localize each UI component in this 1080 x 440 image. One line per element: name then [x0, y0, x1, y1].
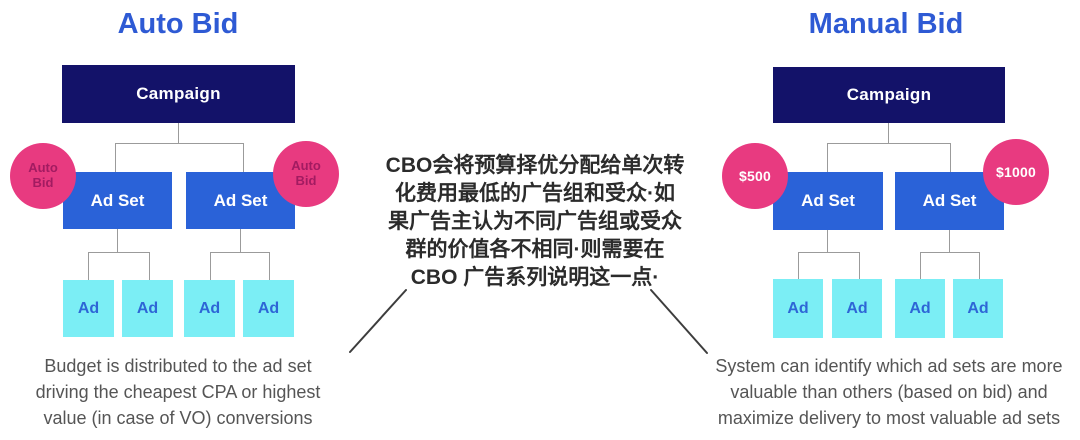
- auto-caption-line-3: value (in case of VO) conversions: [43, 408, 313, 428]
- connector-stub: [827, 230, 828, 252]
- manual-ad-label-3: Ad: [909, 299, 931, 317]
- auto-adset-label-2: Ad Set: [213, 190, 268, 210]
- bid-amount-badge-1000: $1000: [983, 139, 1049, 205]
- auto-bid-badge-left: Auto Bid: [10, 143, 76, 209]
- pointer-line-left: [349, 289, 407, 353]
- manual-ad-box-4: Ad: [953, 279, 1003, 338]
- manual-ad-box-1: Ad: [773, 279, 823, 338]
- manual-caption-line-1: System can identify which ad sets are mo…: [715, 356, 1063, 376]
- connector-stub: [888, 123, 889, 143]
- connector-stub: [178, 123, 179, 143]
- connector-bracket: [798, 252, 860, 280]
- auto-ad-box-1: Ad: [63, 280, 114, 337]
- connector-stub: [117, 229, 118, 252]
- manual-ad-box-3: Ad: [895, 279, 945, 338]
- connector-bracket: [827, 143, 951, 173]
- auto-ad-label-4: Ad: [257, 299, 280, 317]
- cbo-explanation-line-2: 化费用最低的广告组和受众·如: [395, 182, 675, 205]
- auto-bid-badge-right: Auto Bid: [273, 141, 339, 207]
- auto-ad-box-4: Ad: [243, 280, 294, 337]
- connector-stub: [240, 229, 241, 252]
- auto-bid-title: Auto Bid: [117, 8, 239, 40]
- manual-adset-label-1: Ad Set: [801, 191, 855, 210]
- auto-adset-label-1: Ad Set: [90, 190, 145, 210]
- auto-campaign-box: Campaign: [62, 65, 295, 123]
- connector-bracket: [115, 143, 244, 173]
- auto-ad-label-1: Ad: [77, 299, 100, 317]
- auto-caption-line-1: Budget is distributed to the ad set: [44, 356, 312, 376]
- auto-caption-line-2: driving the cheapest CPA or highest: [35, 382, 321, 402]
- manual-campaign-box: Campaign: [773, 67, 1005, 123]
- cbo-explanation-text: CBO会将预算择优分配给单次转 化费用最低的广告组和受众·如 果广告主认为不同广…: [378, 152, 692, 292]
- connector-bracket: [210, 252, 270, 281]
- manual-ad-box-2: Ad: [832, 279, 882, 338]
- auto-ad-box-3: Ad: [184, 280, 235, 337]
- manual-caption-line-2: valuable than others (based on bid) and: [730, 382, 1048, 402]
- auto-ad-label-2: Ad: [136, 299, 159, 317]
- connector-bracket: [88, 252, 150, 281]
- manual-bid-title: Manual Bid: [808, 8, 964, 40]
- connector-bracket: [920, 252, 980, 280]
- cbo-explanation-line-3: 果广告主认为不同广告组或受众: [388, 210, 682, 233]
- auto-bid-badge-right-label: Auto Bid: [291, 158, 321, 188]
- manual-campaign-label: Campaign: [846, 85, 932, 104]
- bid-amount-500-label: $500: [739, 168, 771, 184]
- pointer-line-right: [650, 289, 708, 354]
- cbo-explanation-line-1: CBO会将预算择优分配给单次转: [385, 154, 685, 177]
- auto-campaign-label: Campaign: [136, 84, 221, 103]
- auto-bid-badge-left-label: Auto Bid: [28, 160, 58, 190]
- auto-ad-label-3: Ad: [198, 299, 221, 317]
- manual-caption-line-3: maximize delivery to most valuable ad se…: [717, 408, 1061, 428]
- connector-stub: [949, 230, 950, 252]
- manual-bid-caption: System can identify which ad sets are mo…: [700, 353, 1078, 431]
- manual-ad-label-2: Ad: [846, 299, 868, 317]
- cbo-explanation-line-5: CBO 广告系列说明这一点·: [410, 266, 660, 289]
- bid-amount-badge-500: $500: [722, 143, 788, 209]
- cbo-explanation-line-4: 群的价值各不相同·则需要在: [405, 238, 665, 261]
- manual-ad-label-1: Ad: [787, 299, 809, 317]
- manual-adset-label-2: Ad Set: [922, 191, 977, 210]
- manual-ad-label-4: Ad: [967, 299, 989, 317]
- manual-adset-box-1: Ad Set: [773, 172, 883, 230]
- auto-bid-caption: Budget is distributed to the ad set driv…: [28, 353, 328, 431]
- bid-amount-1000-label: $1000: [996, 164, 1036, 180]
- auto-ad-box-2: Ad: [122, 280, 173, 337]
- auto-adset-box-1: Ad Set: [63, 172, 172, 229]
